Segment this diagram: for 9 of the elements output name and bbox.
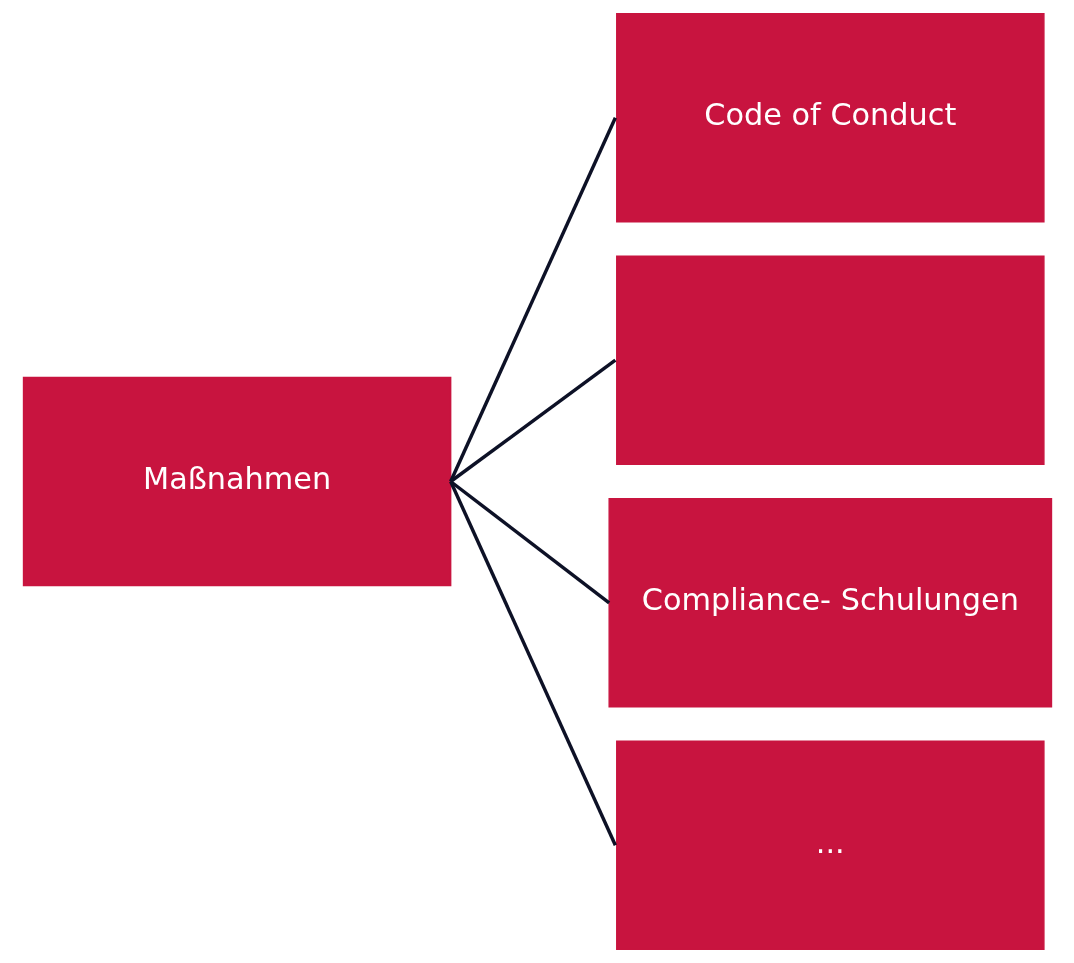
connector xyxy=(448,480,617,846)
connector xyxy=(448,117,617,483)
node-box: ... xyxy=(615,740,1045,951)
connector xyxy=(449,358,616,483)
connector xyxy=(449,480,610,605)
node-box xyxy=(615,255,1045,465)
node-box: Compliance- Schulungen xyxy=(607,498,1052,708)
node-box: Code of Conduct xyxy=(615,13,1045,223)
node-box: Maßnahmen xyxy=(22,376,451,587)
